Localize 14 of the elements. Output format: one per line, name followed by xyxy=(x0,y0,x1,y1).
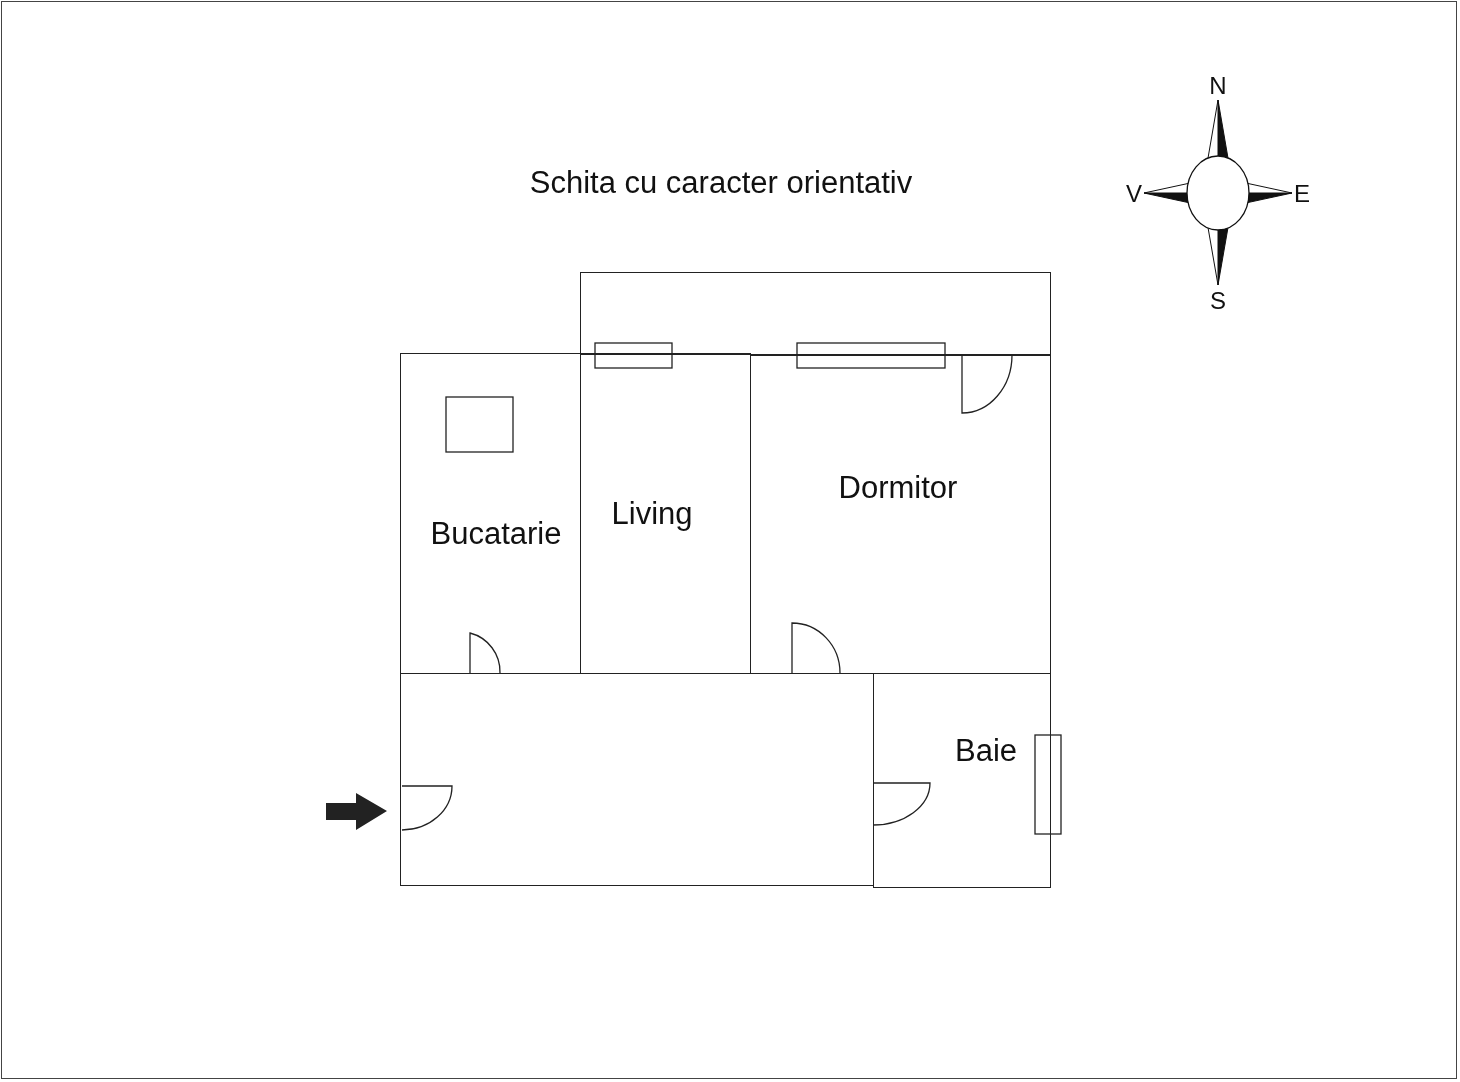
plan-title: Schita cu caracter orientativ xyxy=(529,165,913,201)
compass-letter: S xyxy=(1210,287,1226,315)
compass-letter: V xyxy=(1126,180,1142,208)
room-label: Baie xyxy=(955,733,1017,769)
compass-letter: N xyxy=(1209,72,1227,100)
room-label: Living xyxy=(611,496,693,532)
compass-letter: E xyxy=(1294,180,1310,208)
room-label: Bucatarie xyxy=(430,516,562,552)
room-label: Dormitor xyxy=(838,470,958,506)
room-outline xyxy=(873,673,1051,888)
room-outline xyxy=(580,272,1051,355)
room-outline xyxy=(400,673,874,886)
room-outline xyxy=(750,355,1051,674)
room-outline xyxy=(400,353,581,674)
